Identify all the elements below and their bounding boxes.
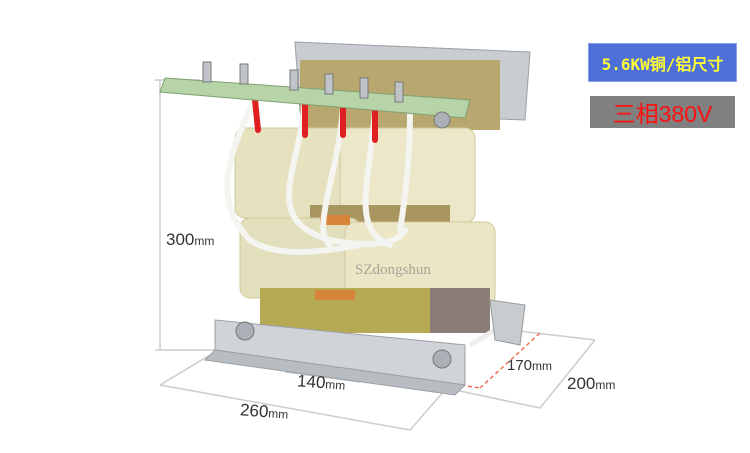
mount-spacing-length-label: 140mm bbox=[296, 371, 346, 393]
watermark: SZdongshun bbox=[355, 262, 431, 278]
mount-spacing-depth-label: 170mm bbox=[507, 357, 553, 374]
depth-dimension-label: 200mm bbox=[567, 374, 616, 393]
length-dimension-label: 260mm bbox=[239, 400, 289, 422]
height-dimension-label: 300mm bbox=[166, 230, 215, 249]
phase-voltage-badge: 三相380V bbox=[590, 96, 735, 128]
power-rating-badge: 5.6KW铜/铝尺寸 bbox=[588, 43, 737, 82]
